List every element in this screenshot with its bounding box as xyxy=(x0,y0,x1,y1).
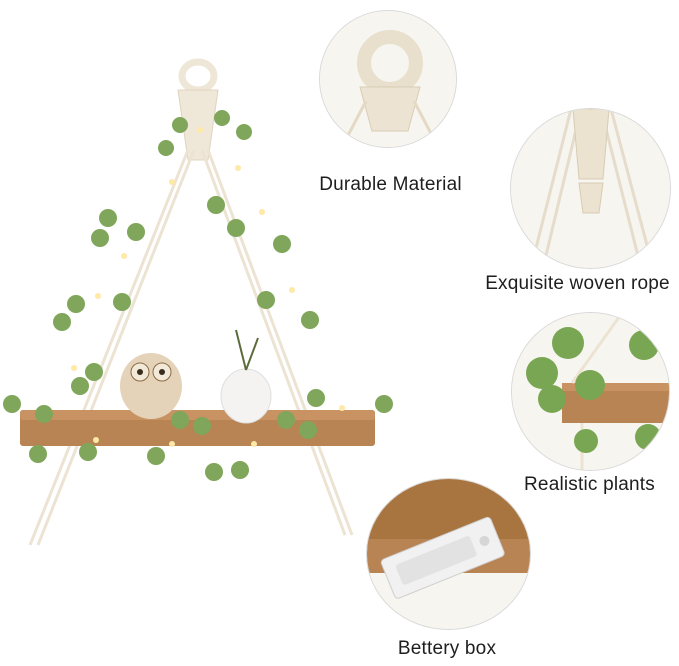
woven-rope-icon xyxy=(511,109,670,268)
feature-label: Durable Material xyxy=(319,174,462,195)
feature-battery-box-image xyxy=(366,478,531,630)
macrame-shelf-illustration xyxy=(3,58,393,546)
feature-woven-rope-image xyxy=(510,108,671,269)
product-hero-image xyxy=(3,58,393,546)
battery-box-icon xyxy=(367,479,530,629)
feature-realistic-plants-image xyxy=(511,312,670,471)
rope-loop-icon xyxy=(320,11,456,147)
feature-label: Realistic plants xyxy=(524,474,655,495)
feature-durable-material-image xyxy=(319,10,457,148)
feature-label: Exquisite woven rope xyxy=(485,273,670,294)
feature-label: Bettery box xyxy=(397,638,497,659)
plant-leaves-icon xyxy=(512,313,669,470)
